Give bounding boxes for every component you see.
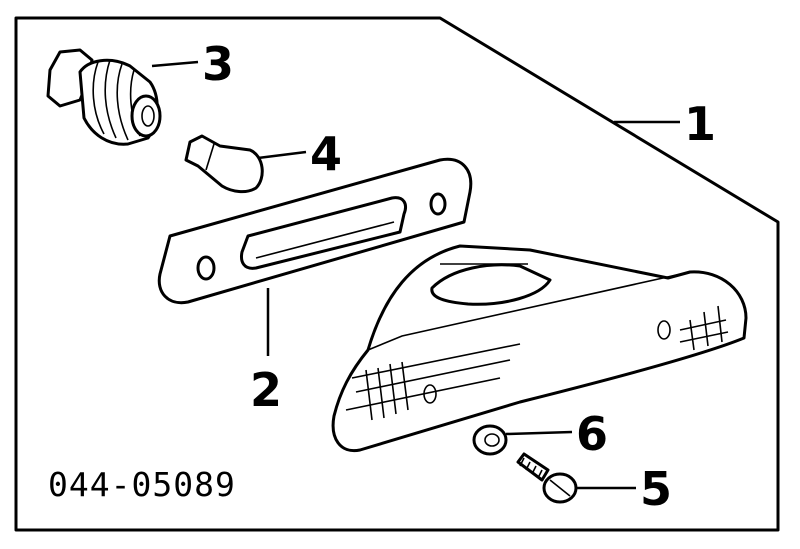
grommet-part — [472, 424, 508, 456]
bulb-socket-part — [46, 48, 162, 146]
assembly-boundary — [14, 16, 780, 532]
callout-4-label: 4 — [310, 127, 342, 181]
screw-part — [516, 452, 578, 504]
callout-3-leader — [151, 60, 199, 68]
bulb-part — [184, 134, 264, 194]
diagram-part-number: 044-05089 — [48, 465, 236, 504]
callout-2-label: 2 — [250, 363, 282, 417]
callout-1-label: 1 — [684, 97, 716, 151]
callout-3-label: 3 — [202, 37, 234, 91]
callout-5-label: 5 — [640, 462, 672, 516]
callout-6-leader — [505, 430, 573, 436]
lamp-housing-part — [331, 244, 748, 453]
gasket-part — [157, 157, 473, 305]
callout-4-leader — [257, 150, 307, 160]
callout-6-label: 6 — [576, 407, 608, 461]
